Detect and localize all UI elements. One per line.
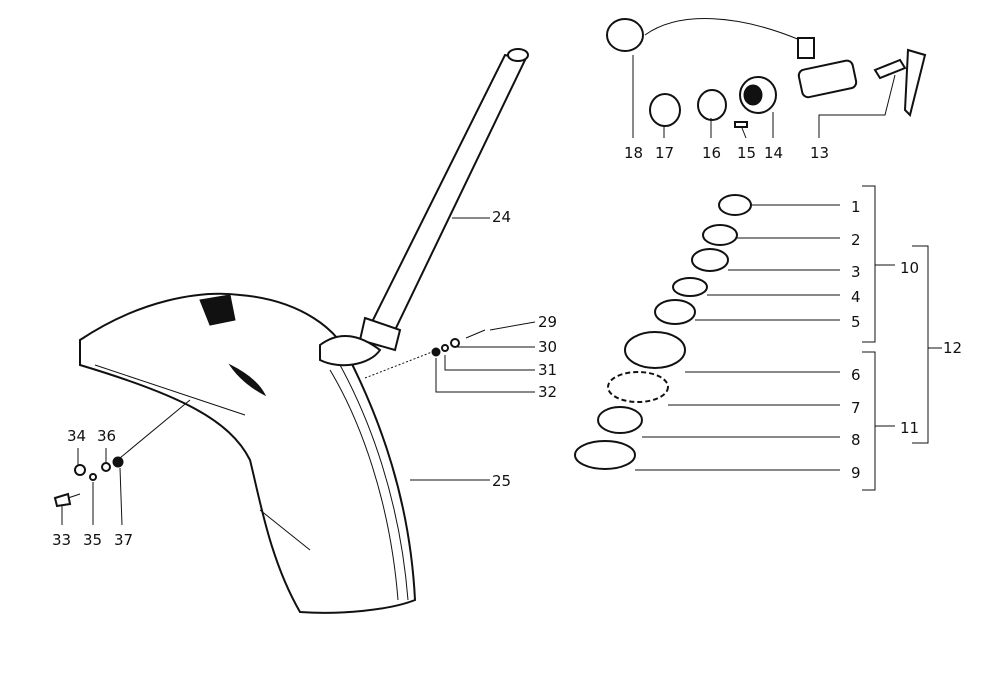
callout-6: 6 <box>851 366 861 384</box>
callout-8: 8 <box>851 431 861 449</box>
callout-35: 35 <box>83 531 102 549</box>
callout-24: 24 <box>492 208 511 226</box>
callout-5: 5 <box>851 313 861 331</box>
callout-37: 37 <box>114 531 133 549</box>
callout-14: 14 <box>764 144 783 162</box>
callout-12: 12 <box>943 339 962 357</box>
callout-labels: 18 17 16 15 14 13 1 2 3 4 5 6 7 8 9 10 1… <box>52 144 962 549</box>
front-fork-fender <box>79 292 417 614</box>
callout-32: 32 <box>538 383 557 401</box>
steering-tube <box>319 48 529 367</box>
callout-1: 1 <box>851 198 861 216</box>
ignition-parts <box>606 18 927 128</box>
callout-30: 30 <box>538 338 557 356</box>
callout-7: 7 <box>851 399 861 417</box>
bearing-stack <box>574 194 752 470</box>
callout-13: 13 <box>810 144 829 162</box>
callout-34: 34 <box>67 427 86 445</box>
small-hardware <box>53 329 486 508</box>
callout-18: 18 <box>624 144 643 162</box>
callout-11: 11 <box>900 419 919 437</box>
callout-10: 10 <box>900 259 919 277</box>
callout-2: 2 <box>851 231 861 249</box>
callout-31: 31 <box>538 361 557 379</box>
callout-9: 9 <box>851 464 861 482</box>
callout-16: 16 <box>702 144 721 162</box>
callout-25: 25 <box>492 472 511 490</box>
callout-17: 17 <box>655 144 674 162</box>
callout-29: 29 <box>538 313 557 331</box>
callout-36: 36 <box>97 427 116 445</box>
callout-4: 4 <box>851 288 861 306</box>
callout-15: 15 <box>737 144 756 162</box>
callout-33: 33 <box>52 531 71 549</box>
callout-3: 3 <box>851 263 861 281</box>
leader-lines <box>61 55 942 526</box>
